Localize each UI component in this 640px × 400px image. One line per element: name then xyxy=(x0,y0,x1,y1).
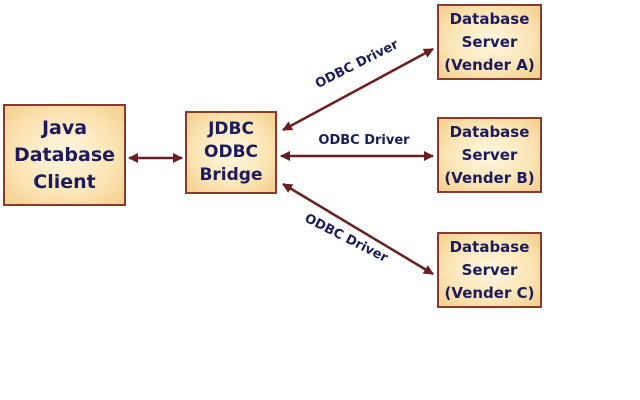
node-label-line: Client xyxy=(33,170,96,193)
database-server-a-node: Database Server (Vender A) xyxy=(437,4,542,80)
node-label-line: Server xyxy=(461,260,518,279)
node-label-line: Server xyxy=(461,32,518,51)
node-label-line: Bridge xyxy=(199,165,263,185)
node-label-line: (Vender C) xyxy=(444,283,535,302)
node-label-line: Database xyxy=(449,237,530,256)
database-server-b-node: Database Server (Vender B) xyxy=(437,117,542,193)
node-label-line: (Vender A) xyxy=(444,55,535,74)
node-label-line: (Vender B) xyxy=(444,168,535,187)
node-label-line: JDBC xyxy=(208,119,254,139)
odbc-driver-label-b: ODBC Driver xyxy=(318,133,410,148)
node-label-line: Database xyxy=(449,122,530,141)
node-label-line: Java xyxy=(41,116,88,139)
java-database-client-node: Java Database Client xyxy=(3,104,126,206)
arrow-bridge-server-c xyxy=(282,182,434,276)
jdbc-odbc-bridge-node: JDBC ODBC Bridge xyxy=(185,111,277,194)
node-label-line: Database xyxy=(13,143,116,166)
node-label-line: Database xyxy=(449,9,530,28)
node-label-line: ODBC xyxy=(204,142,258,162)
arrow-bridge-server-a xyxy=(282,47,434,132)
database-server-c-node: Database Server (Vender C) xyxy=(437,232,542,308)
node-label-line: Server xyxy=(461,145,518,164)
